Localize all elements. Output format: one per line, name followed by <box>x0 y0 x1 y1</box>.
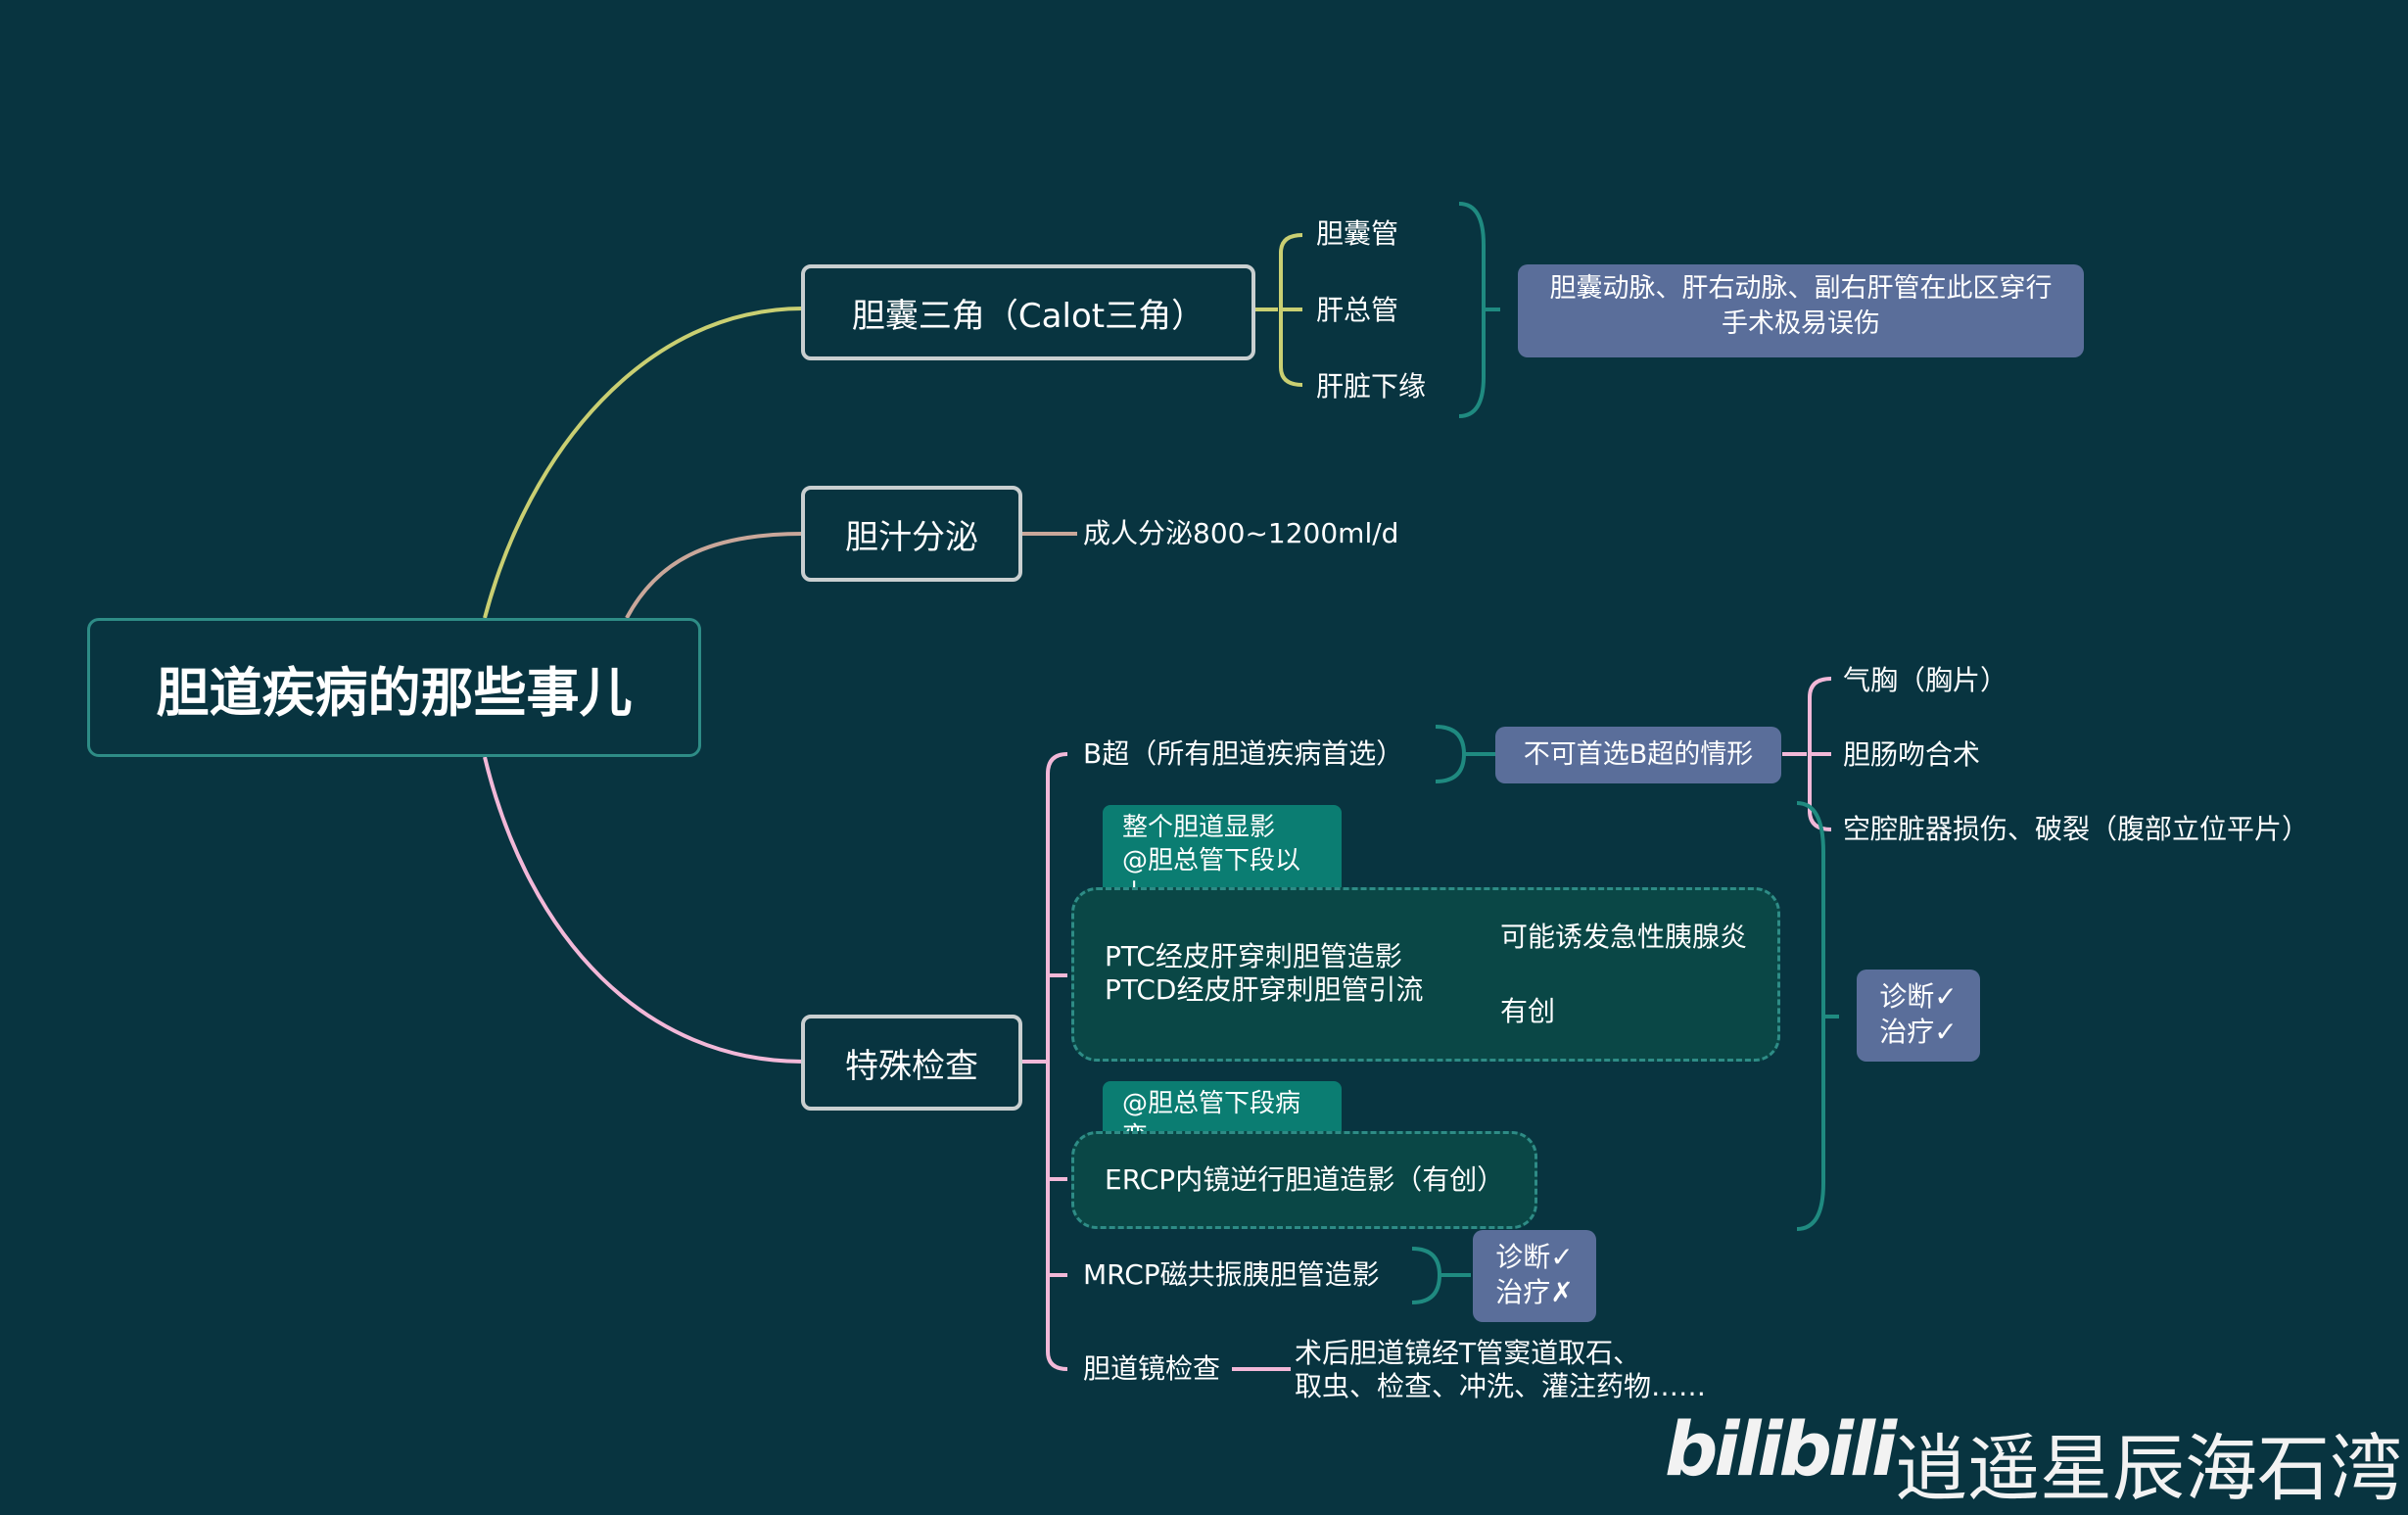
topic-special-exams[interactable]: 特殊检查 <box>801 1015 1022 1111</box>
note-not-b-ultrasound[interactable]: 不可首选B超的情形 <box>1495 727 1781 783</box>
note-diagnosis-treatment[interactable]: 诊断✓ 治疗✓ <box>1857 970 1980 1062</box>
subtopic-secretion-volume[interactable]: 成人分泌800~1200ml/d <box>1083 517 1399 549</box>
note-mrcp-line2: 治疗✗ <box>1495 1276 1574 1308</box>
topic-bile-secretion[interactable]: 胆汁分泌 <box>801 486 1022 582</box>
note-dt-line1: 诊断✓ <box>1879 980 1958 1013</box>
tag-ptc-line1: 整个胆道显影 <box>1122 813 1276 842</box>
subtopic-cystic-duct[interactable]: 胆囊管 <box>1316 217 1399 250</box>
tag-ptc[interactable]: 整个胆道显影 @胆总管下段以上 <box>1103 805 1342 909</box>
exam-mrcp[interactable]: MRCP磁共振胰胆管造影 <box>1083 1258 1380 1291</box>
case-pneumothorax[interactable]: 气胸（胸片） <box>1843 664 2008 696</box>
exam-ptc-line1: PTC经皮肝穿刺胆管造影 <box>1105 940 1402 972</box>
group-ptc <box>1071 887 1780 1062</box>
ptc-note-pancreatitis[interactable]: 可能诱发急性胰腺炎 <box>1500 921 1748 953</box>
note-dt-line2: 治疗✓ <box>1879 1016 1958 1048</box>
group-ercp <box>1071 1131 1537 1229</box>
case-anastomosis[interactable]: 胆肠吻合术 <box>1843 738 1981 771</box>
subtopic-hepatic-duct[interactable]: 肝总管 <box>1316 294 1399 326</box>
exam-ptc-line2: PTCD经皮肝穿刺胆管引流 <box>1105 973 1424 1006</box>
note-calot[interactable]: 胆囊动脉、肝右动脉、副右肝管在此区穿行 手术极易误伤 <box>1518 264 2084 357</box>
exam-b-ultrasound[interactable]: B超（所有胆道疾病首选） <box>1083 737 1404 770</box>
exam-ptc[interactable]: PTC经皮肝穿刺胆管造影 PTCD经皮肝穿刺胆管引流 <box>1105 940 1423 1007</box>
watermark-author: 逍遥星辰海石湾 <box>1895 1427 2402 1511</box>
note-calot-line1: 胆囊动脉、肝右动脉、副右肝管在此区穿行 <box>1549 273 2053 304</box>
note-calot-line2: 手术极易误伤 <box>1722 308 1880 339</box>
topic-calot-triangle[interactable]: 胆囊三角（Calot三角） <box>801 264 1255 360</box>
case-organ-injury[interactable]: 空腔脏器损伤、破裂（腹部立位平片） <box>1843 813 2310 845</box>
note-mrcp[interactable]: 诊断✓ 治疗✗ <box>1473 1230 1596 1322</box>
scope-note-line1: 术后胆道镜经T管窦道取石、 <box>1295 1337 1641 1369</box>
bilibili-logo: bilibili <box>1665 1405 1897 1492</box>
root-topic[interactable]: 胆道疾病的那些事儿 <box>87 618 701 757</box>
tag-ercp[interactable]: @胆总管下段病变 <box>1103 1081 1342 1152</box>
scope-note-line2: 取虫、检查、冲洗、灌注药物…… <box>1295 1370 1707 1402</box>
scope-note[interactable]: 术后胆道镜经T管窦道取石、 取虫、检查、冲洗、灌注药物…… <box>1295 1337 1706 1403</box>
subtopic-liver-edge[interactable]: 肝脏下缘 <box>1316 370 1427 402</box>
note-mrcp-line1: 诊断✓ <box>1495 1241 1574 1273</box>
ptc-note-invasive[interactable]: 有创 <box>1500 995 1556 1027</box>
exam-ercp[interactable]: ERCP内镜逆行胆道造影（有创） <box>1105 1163 1505 1196</box>
exam-choledochoscope[interactable]: 胆道镜检查 <box>1083 1352 1221 1385</box>
